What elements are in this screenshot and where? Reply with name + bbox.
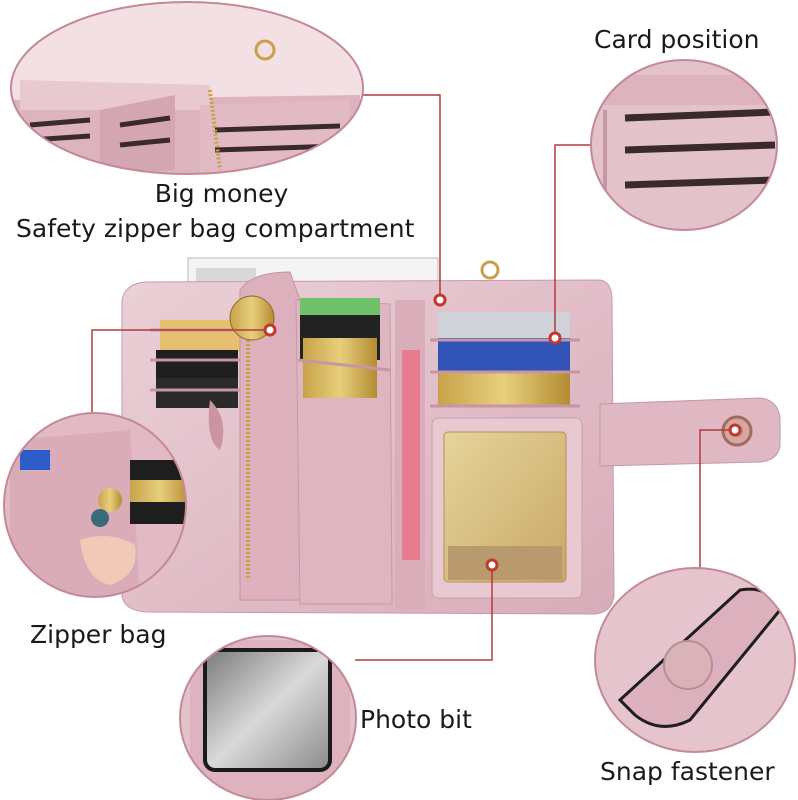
- marker-photo-bit: [485, 558, 499, 572]
- marker-card-position: [548, 331, 562, 345]
- label-snap-fastener: Snap fastener: [600, 757, 775, 786]
- photo-window: [443, 431, 567, 583]
- callout-lines: [91, 94, 735, 661]
- marker-snap-fastener: [728, 423, 742, 437]
- label-photo-bit: Photo bit: [360, 705, 472, 734]
- strap-ring: [480, 260, 500, 280]
- zoom-bubble-big-money: [10, 1, 364, 175]
- zoom-bubble-card-position: [590, 59, 778, 231]
- snap-button-zoom-icon: [663, 640, 713, 690]
- callout-line-photo-bit: [355, 565, 493, 661]
- callout-line-card-position: [554, 144, 592, 338]
- callout-line-zipper-bag: [91, 329, 270, 420]
- marker-big-money: [433, 293, 447, 307]
- wallet-main: [121, 257, 781, 615]
- label-zipper-bag: Zipper bag: [30, 620, 167, 649]
- callout-markers: [263, 293, 742, 572]
- marker-zipper-bag: [263, 323, 277, 337]
- label-card-position: Card position: [594, 25, 760, 54]
- zipper-pull-icon: [229, 295, 275, 341]
- zoom-bubble-photo-bit: [179, 635, 357, 800]
- photo-window-zoom: [203, 648, 332, 772]
- callout-line-big-money: [360, 94, 441, 300]
- zoom-bubble-snap-fastener: [594, 567, 796, 753]
- label-big-money-line1: Big money: [154, 179, 289, 208]
- callout-line-snap-fastener: [699, 429, 735, 572]
- snap-strap: [599, 397, 781, 467]
- label-big-money-line2: Safety zipper bag compartment: [16, 214, 415, 243]
- zoom-bubble-zipper-bag: [3, 412, 187, 598]
- red-lining: [402, 350, 420, 560]
